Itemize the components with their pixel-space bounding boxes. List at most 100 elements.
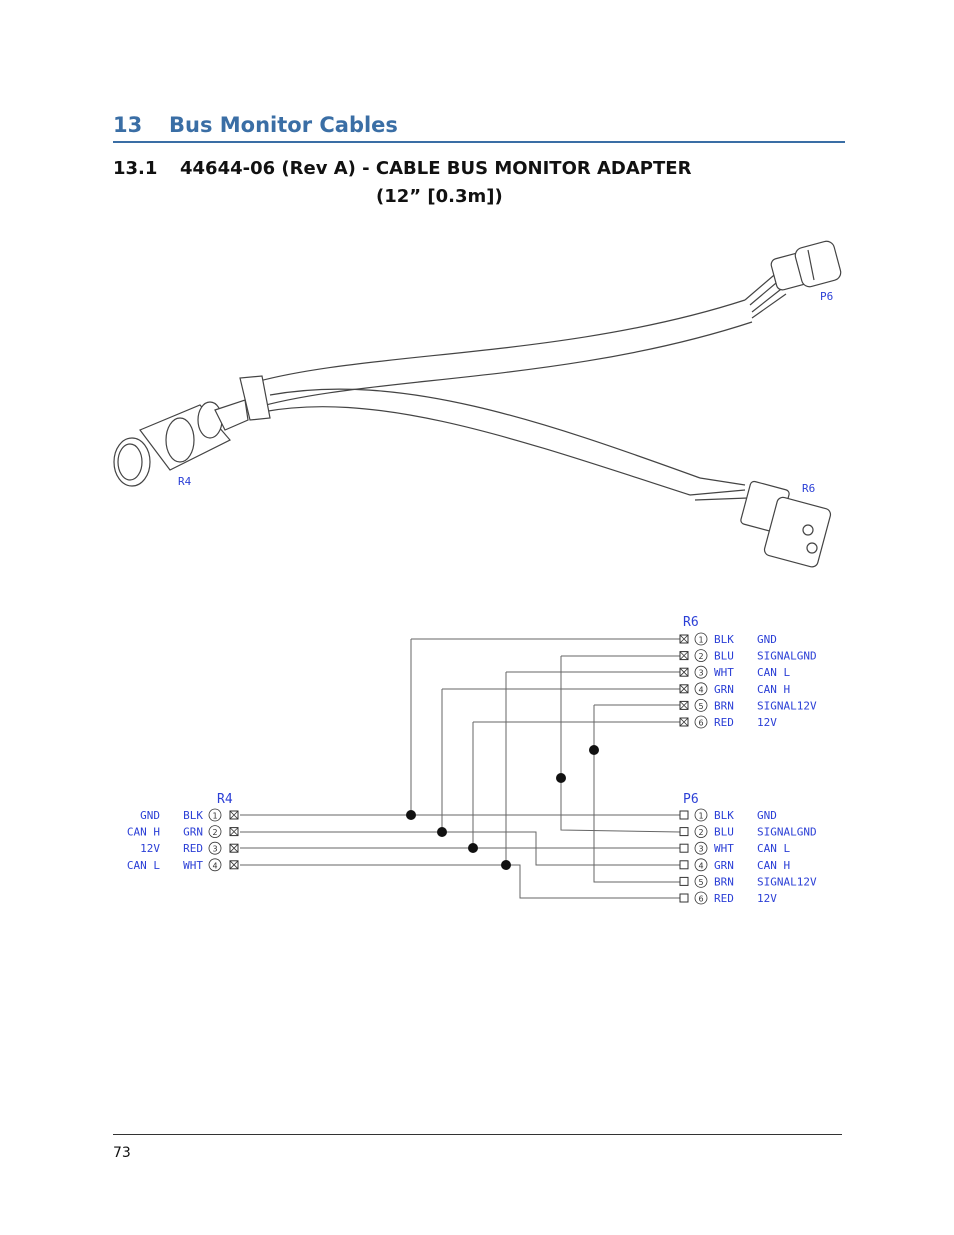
junction-dot	[468, 843, 478, 853]
pin-number-circle	[694, 649, 708, 662]
signal-name: 12V	[757, 892, 777, 905]
subsection-title-line2: (12” [0.3m])	[376, 186, 503, 207]
pin-number: 6	[698, 895, 703, 904]
pin-number-circle	[694, 808, 708, 822]
signal-name: GND	[140, 809, 160, 822]
pin-number: 5	[698, 702, 703, 711]
pin-number-circle	[208, 825, 222, 838]
pin-cross-icon	[679, 684, 689, 694]
p6-pin-row: 1 BLK GND	[679, 808, 777, 822]
cable-illustration	[113, 240, 842, 568]
photo-label-r4: R4	[178, 475, 192, 488]
signal-name: GND	[757, 633, 777, 646]
pin-number: 3	[698, 669, 703, 678]
pin-number: 1	[212, 812, 217, 821]
pin-number: 4	[212, 861, 217, 870]
r6-title: R6	[683, 615, 699, 630]
pin-cross-icon	[679, 634, 689, 644]
junction-dot	[406, 810, 416, 820]
pin-number: 6	[698, 719, 703, 728]
section-number: 13	[113, 113, 143, 137]
wire-color: BLK	[714, 633, 734, 646]
pin-number-circle	[694, 841, 708, 855]
pin-number: 2	[698, 652, 703, 661]
pin-number-circle	[694, 825, 708, 838]
pin-cross-icon	[229, 810, 239, 820]
signal-name: CAN L	[757, 666, 790, 679]
pin-number: 3	[212, 845, 217, 854]
pin-number-circle	[694, 632, 708, 646]
wire-color: BRN	[714, 875, 734, 888]
r4-connector-drawing	[113, 399, 249, 487]
junction-dot	[556, 773, 566, 783]
p6-connector-drawing	[770, 240, 842, 291]
section-heading: 13 Bus Monitor Cables	[113, 111, 845, 143]
pin-number-circle	[694, 875, 708, 888]
pin-cross-icon	[229, 860, 239, 870]
pin-number-circle	[694, 891, 708, 905]
r6-pin-row: 3 WHT CAN L	[679, 665, 790, 679]
pin-number: 4	[698, 861, 703, 870]
pin-number-circle	[694, 682, 708, 696]
pin-cross-icon	[229, 843, 239, 853]
junction-dot	[501, 860, 511, 870]
pin-number-circle	[208, 841, 222, 855]
signal-name: CAN H	[757, 683, 790, 696]
pin-terminal-icon	[679, 827, 689, 837]
subsection-number: 13.1	[113, 158, 158, 179]
photo-label-p6: P6	[820, 290, 833, 303]
pin-number: 2	[698, 828, 703, 837]
photo-label-r6: R6	[802, 482, 815, 495]
signal-name: CAN L	[757, 842, 790, 855]
wire-color: BLK	[714, 809, 734, 822]
wire-color: GRN	[714, 683, 734, 696]
wire-color: BRN	[714, 699, 734, 712]
section-title: Bus Monitor Cables	[169, 113, 398, 137]
signal-name: CAN H	[127, 826, 160, 839]
pin-terminal-icon	[679, 843, 689, 853]
pin-cross-icon	[679, 667, 689, 677]
pin-number: 4	[698, 685, 703, 694]
pin-cross-icon	[229, 827, 239, 836]
pin-number: 1	[698, 812, 703, 821]
signal-name: SIGNALGND	[757, 826, 817, 839]
wire-color: WHT	[183, 859, 203, 872]
page-number: 73	[113, 1145, 131, 1161]
footer-rule	[113, 1134, 842, 1135]
wire-color: RED	[714, 892, 734, 905]
pin-terminal-icon	[679, 893, 689, 903]
wire-color: RED	[183, 842, 203, 855]
pin-terminal-icon	[679, 810, 689, 820]
wire-color: BLU	[714, 826, 734, 839]
r4-pin-row: 1 BLK GND	[140, 808, 239, 822]
pin-number-circle	[694, 699, 708, 712]
signal-name: GND	[757, 809, 777, 822]
r6-connector-drawing	[740, 480, 832, 568]
pin-cross-icon	[679, 651, 689, 660]
signal-name: CAN L	[127, 859, 160, 872]
pin-terminal-icon	[679, 876, 689, 886]
pin-number-circle	[694, 665, 708, 679]
r6-pin-row: 4 GRN CAN H	[679, 682, 790, 696]
r4-title: R4	[217, 792, 233, 807]
pin-terminal-icon	[679, 860, 689, 870]
pin-number-circle	[694, 715, 708, 729]
pin-number: 5	[698, 878, 703, 887]
wire-color: RED	[714, 716, 734, 729]
signal-name: SIGNAL12V	[757, 699, 817, 712]
junction-dot	[437, 827, 447, 837]
wire-color: BLU	[714, 650, 734, 663]
wire-color: BLK	[183, 809, 203, 822]
r4-pin-row: 4 WHT CAN L	[127, 858, 239, 872]
wire-color: WHT	[714, 666, 734, 679]
